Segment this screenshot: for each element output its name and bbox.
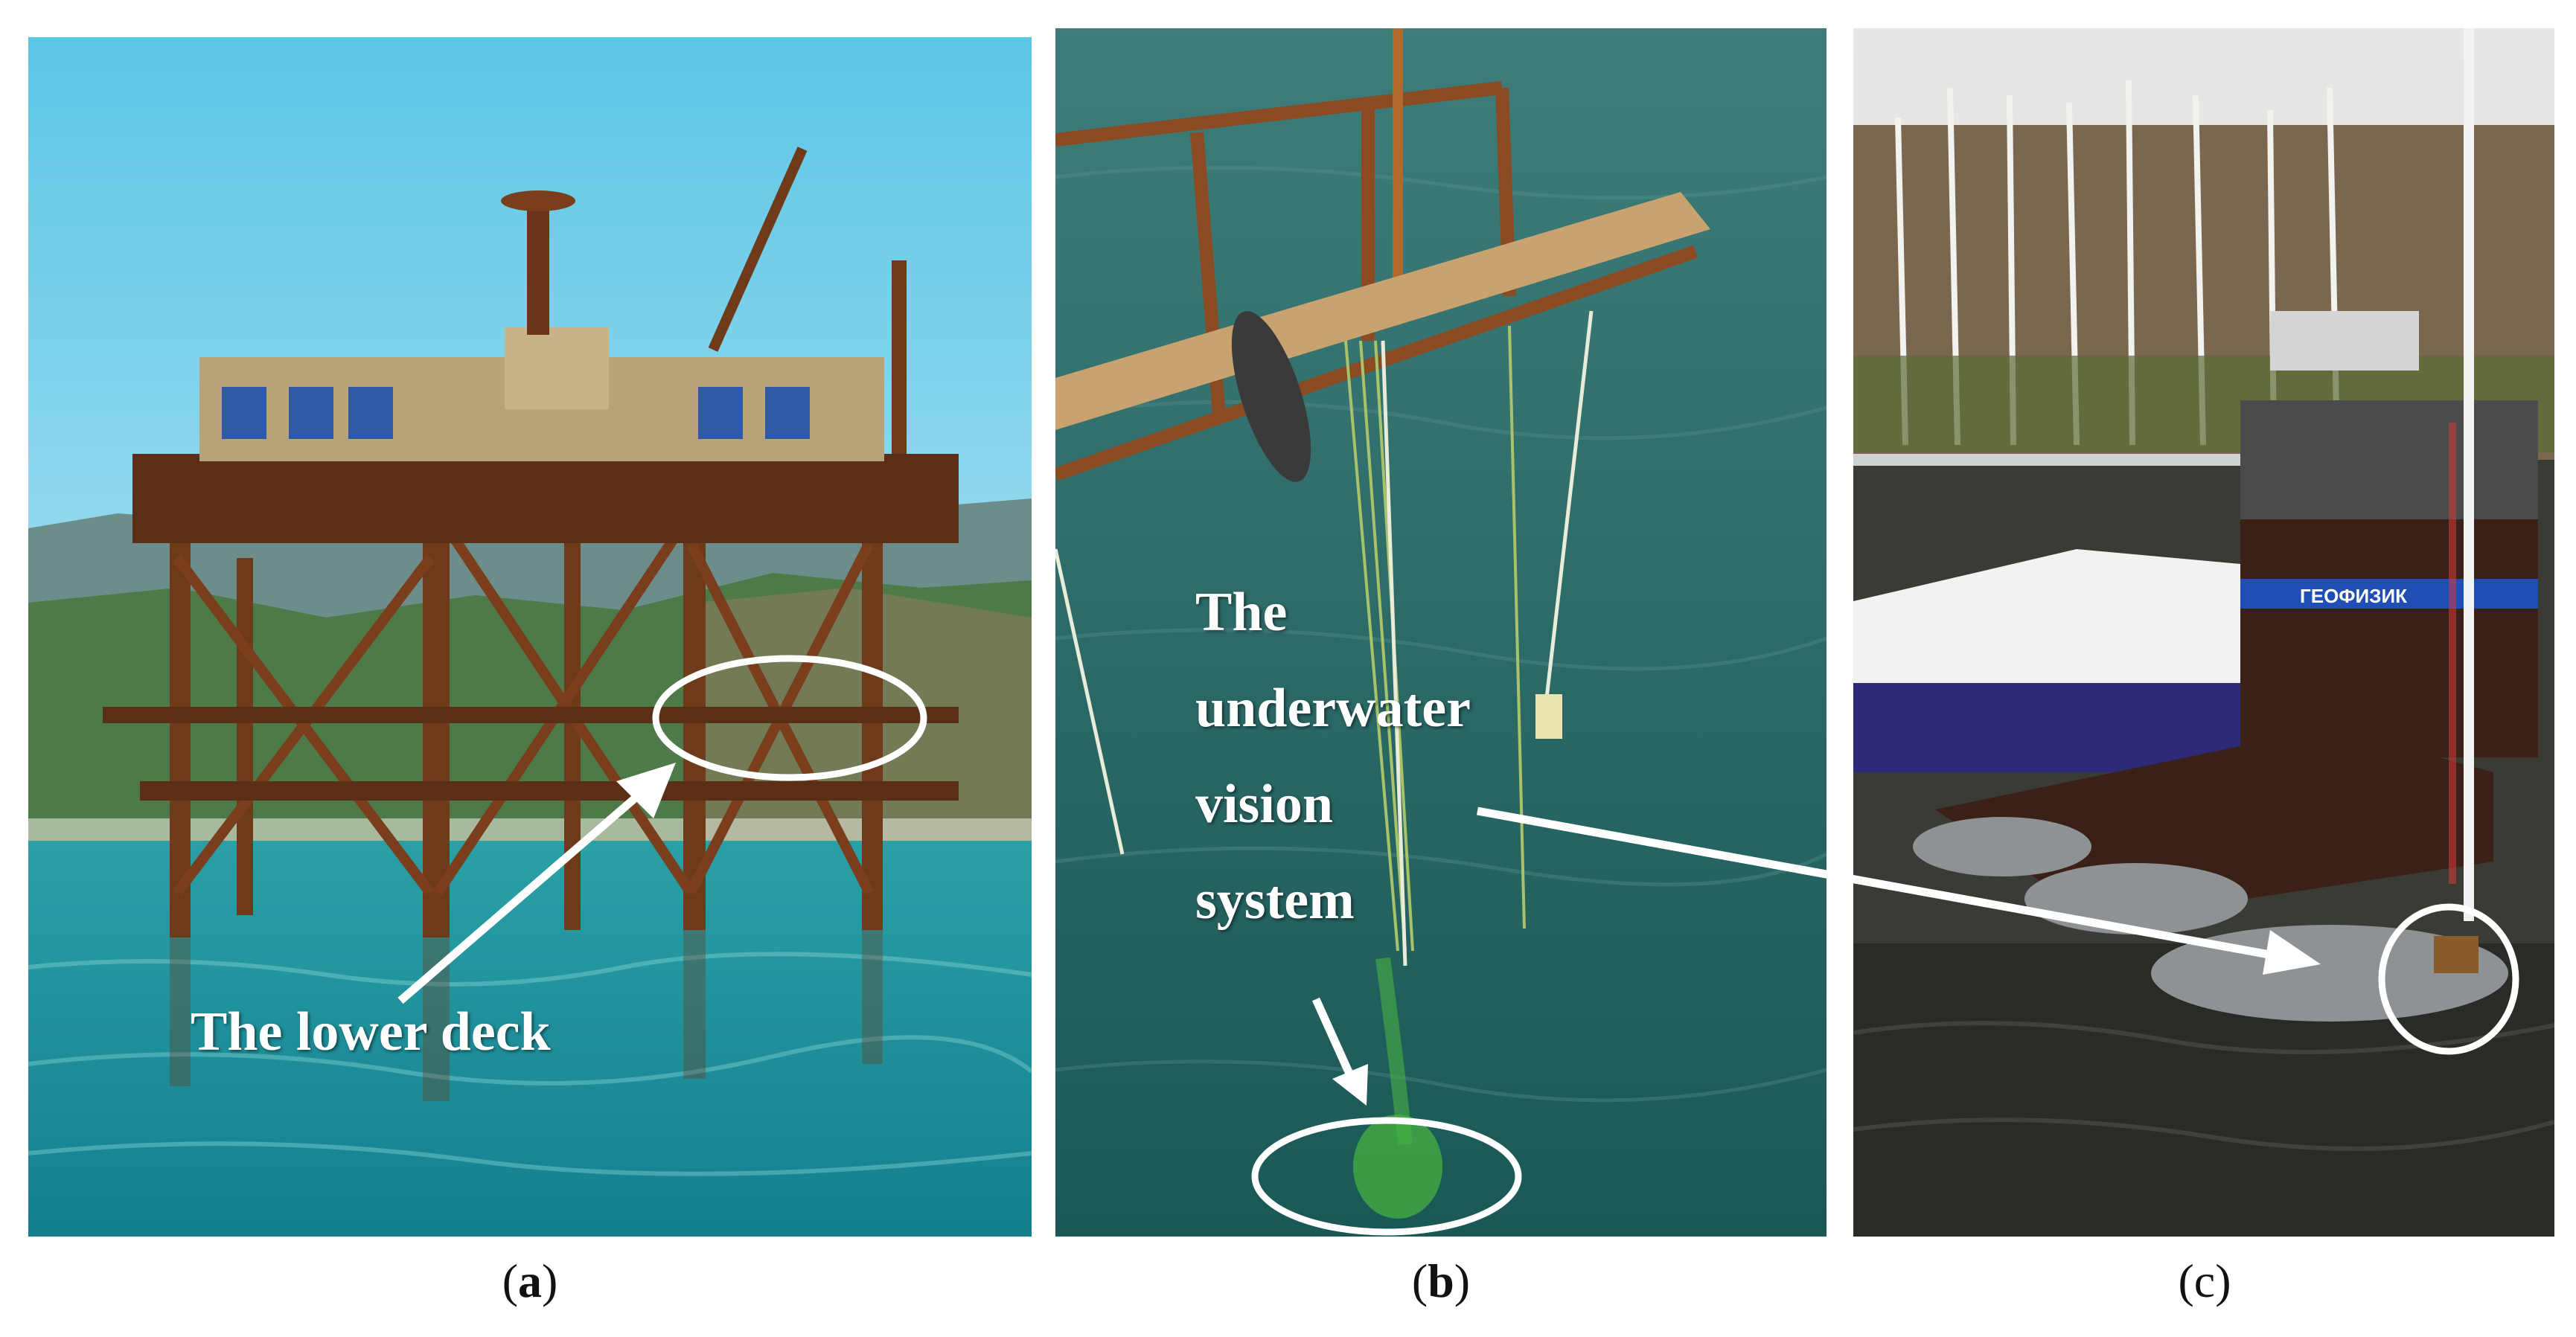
- panel-a-caption: (a): [502, 1254, 558, 1307]
- lower-deck-label: The lower deck: [191, 1001, 551, 1062]
- panel-c-caption-letter: c: [2193, 1254, 2216, 1307]
- vision-system-label-line4: system: [1195, 870, 1355, 931]
- panel-b-caption-letter: b: [1428, 1254, 1454, 1307]
- vision-system-label-line3: vision: [1195, 774, 1334, 835]
- panel-b-caption: (b): [1411, 1254, 1471, 1307]
- underwater-vision-deployment-image: [1055, 28, 1826, 1237]
- boat-name-text: ГЕОФИЗИК: [2300, 585, 2407, 607]
- panel-a-photo: The lower deck: [28, 37, 1032, 1237]
- panel-c-caption: (c): [2178, 1254, 2231, 1307]
- panel-c-photo: ГЕОФИЗИК: [1853, 28, 2554, 1237]
- boat-name-stripe: [2240, 579, 2538, 609]
- vision-system-highlight-ellipse: [1251, 1117, 1522, 1236]
- mounted-vision-system-highlight-ellipse: [2378, 903, 2519, 1055]
- offshore-platform-image: [28, 37, 1032, 1237]
- vision-system-label-line1: The: [1195, 582, 1288, 643]
- lower-deck-highlight-ellipse: [652, 655, 927, 781]
- panel-a-caption-letter: a: [518, 1254, 542, 1307]
- vision-system-label-line2: underwater: [1195, 678, 1471, 739]
- panel-b-photo: The underwater vision system: [1055, 28, 1826, 1237]
- catamaran-boat-image: ГЕОФИЗИК: [1853, 28, 2554, 1237]
